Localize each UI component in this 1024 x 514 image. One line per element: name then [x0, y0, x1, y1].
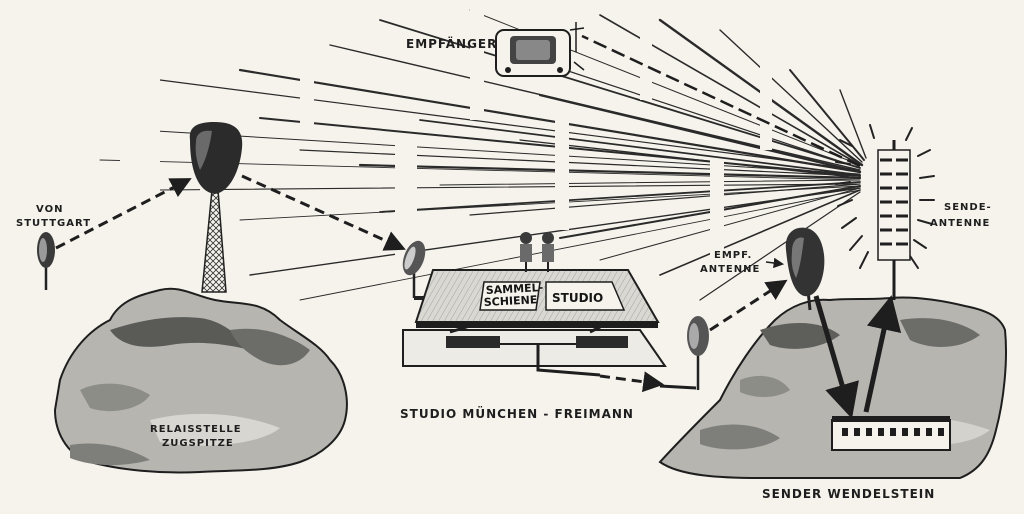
link-studio-to-wendelstein	[599, 371, 697, 393]
label-studio: STUDIO	[552, 291, 603, 305]
label-empf-antenne: ANTENNE	[700, 264, 760, 275]
receiver-radio	[495, 22, 585, 77]
broadcast-to-receiver	[581, 34, 861, 168]
label-stuttgart: STUTTGART	[16, 218, 91, 229]
label-relaisstelle: RELAISSTELLE	[150, 424, 242, 435]
label-sammel: SAMMEL-	[485, 281, 543, 297]
stuttgart-dish	[37, 232, 55, 290]
link-dish-to-sender	[813, 295, 902, 419]
label-von: VON	[36, 204, 63, 215]
label-studio-muenchen: STUDIO MÜNCHEN - FREIMANN	[400, 406, 634, 421]
wendelstein-low-dish	[687, 316, 709, 390]
transmitter-glow	[835, 124, 935, 269]
label-sender-wendelstein: SENDER WENDELSTEIN	[762, 487, 935, 501]
label-sende: SENDE-	[944, 202, 992, 213]
link-relay-to-studio	[241, 174, 406, 251]
empf-antenne-dish	[785, 227, 825, 311]
studio-platform	[402, 269, 667, 377]
label-schiene: SCHIENE	[483, 293, 537, 309]
label-empf: EMPF.	[714, 250, 752, 261]
link-stuttgart-to-relay	[55, 178, 192, 250]
sender-building	[831, 416, 951, 451]
microphones	[520, 232, 554, 272]
zugspitze-mountain	[53, 287, 348, 474]
label-empfaenger: EMPFÄNGER	[406, 36, 497, 51]
label-zugspitze: ZUGSPITZE	[162, 438, 234, 449]
empf-label-pointer	[765, 257, 785, 269]
relay-dish	[189, 122, 243, 194]
sende-antenne-mast	[877, 140, 911, 300]
label-sende-antenne: ANTENNE	[930, 218, 990, 229]
link-to-empf-antenne	[709, 279, 788, 332]
